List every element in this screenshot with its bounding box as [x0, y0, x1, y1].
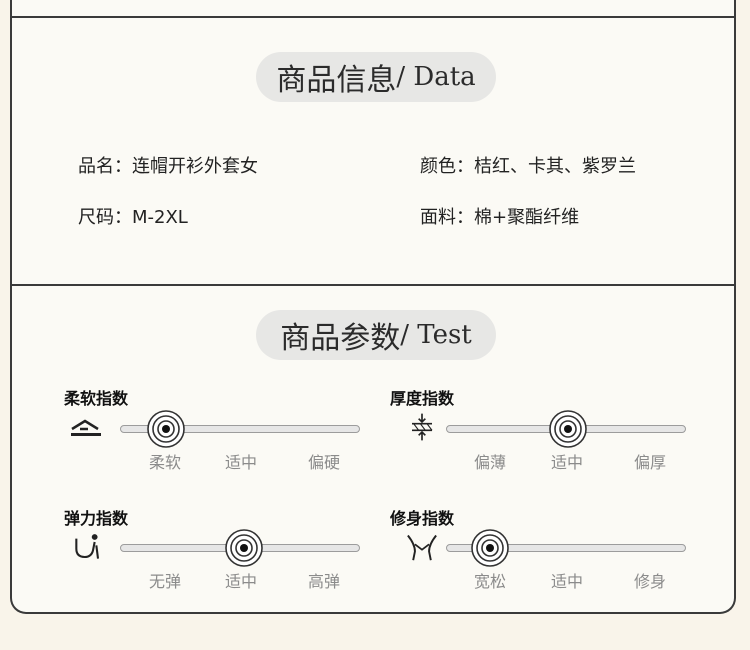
fit-tick-high: 修身: [634, 572, 667, 591]
elasticity-label: 弹力指数: [64, 509, 129, 528]
softness-tick-low: 柔软: [149, 453, 182, 472]
product-fabric: 面料：棉+聚酯纤维: [420, 207, 580, 228]
params-title-en: / Test: [400, 320, 472, 350]
softness-slider-knob[interactable]: [146, 409, 186, 449]
body-shape-icon: [407, 534, 437, 561]
info-section-title: 商品信息/ Data: [256, 52, 496, 102]
fit-tick-low: 宽松: [474, 572, 507, 591]
fit-slider-knob[interactable]: [470, 528, 510, 568]
elasticity-tick-low: 无弹: [149, 572, 182, 591]
product-card: 商品信息/ Data 品名：连帽开衫外套女 颜色：桔红、卡其、紫罗兰 尺码：M-…: [10, 0, 736, 614]
params-title-cn: 商品参数: [280, 321, 401, 356]
product-size: 尺码：M-2XL: [78, 207, 188, 228]
thickness-tick-high: 偏厚: [634, 453, 667, 472]
elasticity-tick-high: 高弹: [308, 572, 341, 591]
product-name: 品名：连帽开衫外套女: [78, 156, 258, 177]
thickness-label: 厚度指数: [390, 389, 455, 408]
params-section-title: 商品参数/ Test: [256, 310, 496, 360]
fit-tick-mid: 适中: [551, 572, 584, 591]
top-divider: [12, 16, 734, 18]
fabric-fold-icon: [71, 419, 101, 436]
stretch-figure-icon: [75, 534, 100, 559]
section-divider: [12, 284, 734, 286]
thickness-tick-mid: 适中: [551, 453, 584, 472]
softness-track: [120, 425, 360, 433]
fit-track: [446, 544, 686, 552]
elasticity-slider-knob[interactable]: [224, 528, 264, 568]
thickness-slider-knob[interactable]: [548, 409, 588, 449]
softness-tick-mid: 适中: [225, 453, 258, 472]
info-title-en: / Data: [396, 62, 476, 92]
elasticity-tick-mid: 适中: [225, 572, 258, 591]
fit-label: 修身指数: [390, 509, 455, 528]
softness-tick-high: 偏硬: [308, 453, 341, 472]
softness-label: 柔软指数: [64, 389, 129, 408]
info-title-cn: 商品信息: [276, 63, 397, 98]
thickness-tick-low: 偏薄: [474, 453, 507, 472]
thickness-compress-icon: [412, 413, 433, 441]
product-colors: 颜色：桔红、卡其、紫罗兰: [420, 156, 636, 177]
